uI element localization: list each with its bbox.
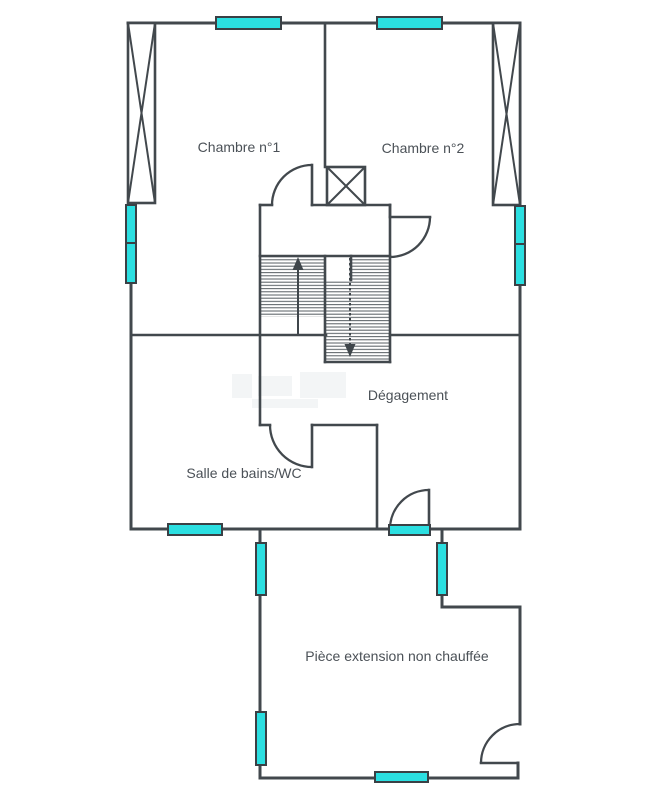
door-chambre-2 (388, 203, 432, 259)
crossed-column-left (126, 21, 157, 205)
door-to-extension (388, 488, 431, 531)
room-labels: Chambre n°1 Chambre n°2 Dégagement Salle… (186, 139, 489, 664)
door-extension-exterior (479, 722, 521, 765)
window (376, 16, 443, 30)
watermark (232, 372, 346, 408)
window (436, 542, 448, 596)
window (255, 542, 267, 596)
room-label-degagement: Dégagement (368, 387, 448, 403)
room-label-chambre-2: Chambre n°2 (382, 140, 465, 156)
glazed-door-panel (388, 524, 431, 536)
door-salle-de-bains (268, 423, 314, 469)
crossed-column-right (491, 21, 522, 207)
room-label-chambre-1: Chambre n°1 (198, 139, 281, 155)
window (255, 711, 267, 766)
crossed-duct-box (325, 165, 367, 207)
window (514, 205, 526, 286)
staircase (258, 254, 392, 364)
window (374, 771, 429, 783)
window (215, 16, 282, 30)
stairs-down-arrow-icon (344, 258, 356, 357)
windows (125, 16, 526, 783)
door-chambre-1 (270, 163, 314, 207)
interior-walls (129, 21, 522, 531)
stairs-up-arrow-icon (292, 257, 304, 335)
room-label-salle-de-bains-wc: Salle de bains/WC (186, 465, 301, 481)
window (167, 523, 223, 536)
room-label-piece-extension: Pièce extension non chauffée (305, 648, 489, 664)
